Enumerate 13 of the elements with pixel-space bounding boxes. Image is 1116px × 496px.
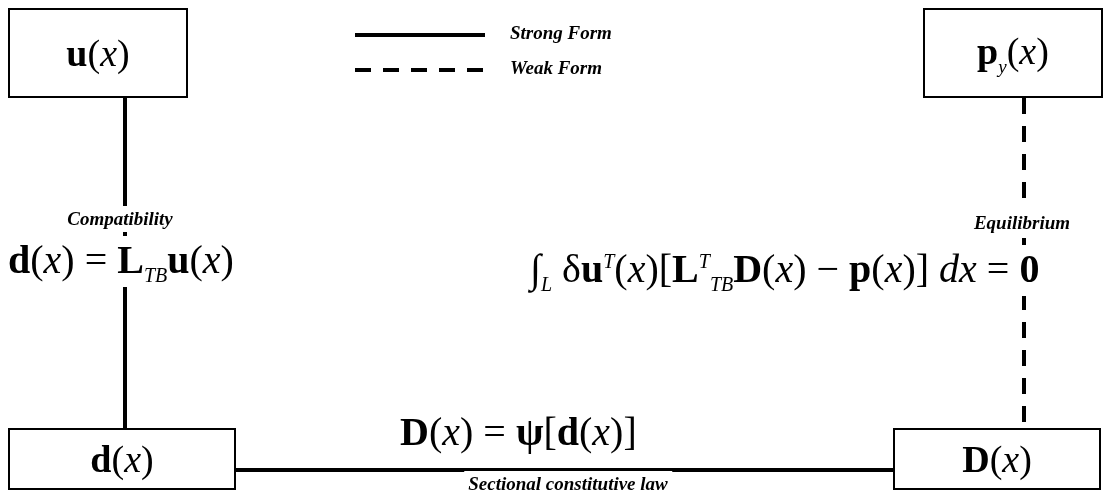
variable-box — [8, 8, 188, 98]
variable-box — [893, 428, 1101, 490]
connector-line — [236, 468, 893, 472]
equation: d(x) = L$_{TB}$u(x) — [8, 236, 234, 287]
legend-label: Strong Form — [510, 22, 612, 44]
math-expression: p$_{y}$(x) — [977, 28, 1049, 78]
math-expression: D(x) — [962, 437, 1032, 481]
math-expression: u(x) — [66, 31, 130, 75]
math-expression: d(x) — [90, 437, 154, 481]
equation: ∫$_{L}$ δu$^{T}$(x)[L$^{T}$$_{TB}$D(x) − p(x)] dx = 0 — [530, 245, 1040, 296]
variable-box — [8, 428, 236, 490]
legend-label: Weak Form — [510, 57, 602, 79]
variable-box — [923, 8, 1103, 98]
